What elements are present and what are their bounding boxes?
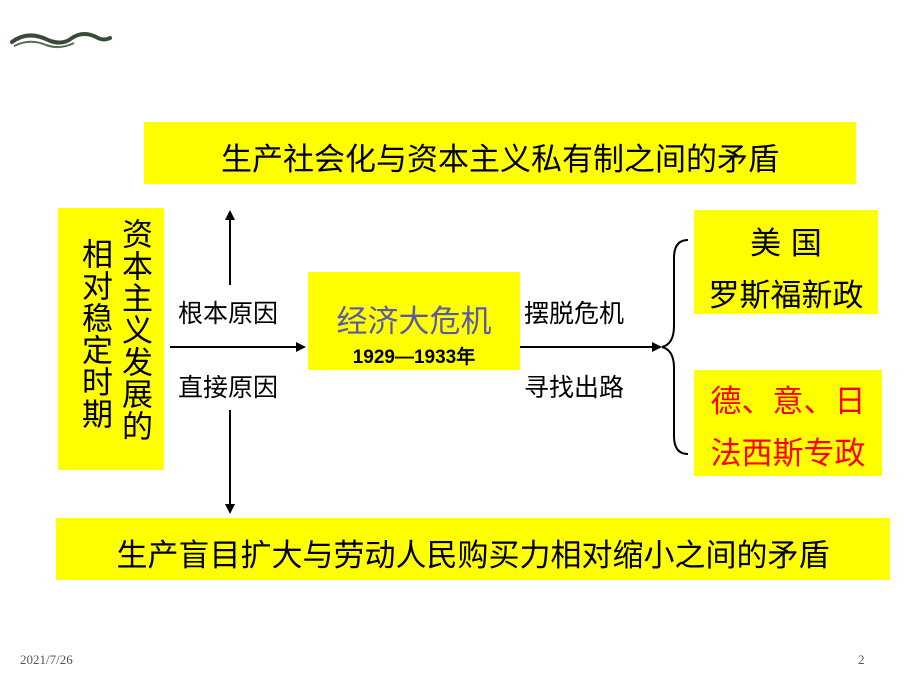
usa-policy: 罗斯福新政 (708, 278, 864, 314)
find-path-label: 寻找出路 (524, 373, 625, 402)
root-cause-label: 根本原因 (178, 299, 279, 328)
footer-date: 2021/7/26 (20, 652, 73, 667)
crisis-years: 1929—1933年 (352, 347, 476, 368)
top-cause-text: 生产社会化与资本主义私有制之间的矛盾 (221, 142, 779, 178)
period-text-col-right: 资本主义发展的 (116, 218, 152, 442)
period-box: 资本主义发展的 相对稳定时期 (58, 208, 164, 470)
fascist-countries: 德、意、日 (710, 384, 866, 420)
page-number: 2 (858, 652, 865, 667)
usa-outcome-box: 美 国 罗斯福新政 (694, 210, 878, 314)
direct-cause-label: 直接原因 (178, 373, 279, 402)
outcome-brace (661, 239, 689, 455)
crisis-box: 经济大危机 1929—1933年 (308, 272, 520, 370)
fascist-policy: 法西斯专政 (710, 436, 866, 472)
fascist-outcome-box: 德、意、日 法西斯专政 (694, 370, 882, 476)
period-text-col-left: 相对稳定时期 (76, 238, 112, 430)
bottom-cause-text: 生产盲目扩大与劳动人民购买力相对缩小之间的矛盾 (116, 538, 830, 574)
top-cause-box: 生产社会化与资本主义私有制之间的矛盾 (144, 122, 856, 184)
usa-country: 美 国 (750, 226, 822, 262)
crisis-title: 经济大危机 (336, 304, 492, 340)
bottom-cause-box: 生产盲目扩大与劳动人民购买力相对缩小之间的矛盾 (56, 518, 890, 580)
escape-crisis-label: 摆脱危机 (524, 299, 625, 328)
